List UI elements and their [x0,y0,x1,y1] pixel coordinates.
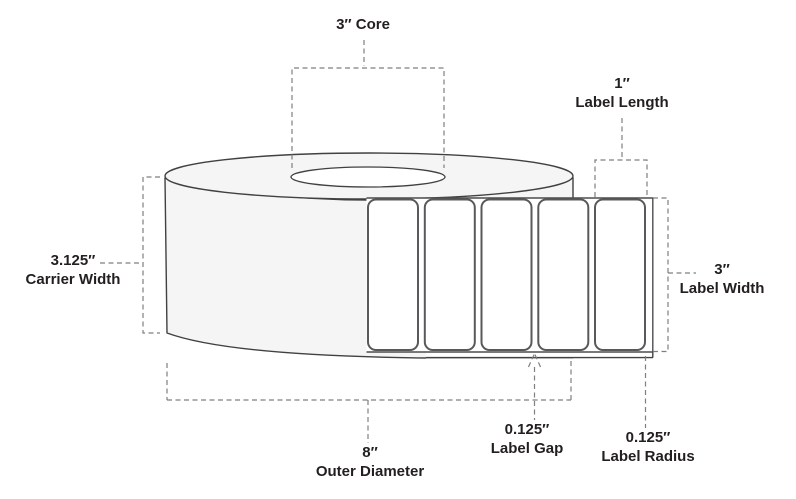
carrier-width-caption: Carrier Width [25,271,121,288]
outer-diameter-value: 8″ [362,444,378,461]
label-width-dimension-label: 3″ Label Width [680,260,765,298]
carrier-width-bracket [142,176,160,334]
dimension-lines-group [100,40,696,443]
label-length-value: 1″ [614,75,630,92]
labels-group [367,198,646,351]
label-length-extent-box [594,159,648,197]
label-radius-value: 0.125″ [625,429,671,446]
label-width-caption: Label Width [679,280,765,297]
label-radius-caption: Label Radius [601,448,695,465]
core-hole-ellipse [290,166,446,188]
label-4 [537,198,590,351]
carrier-width-dimension-label: 3.125″ Carrier Width [26,251,121,289]
core-dimension-label: 3″ Core [336,15,390,34]
label-2 [423,198,476,351]
label-1 [367,198,419,351]
label-gap-arrow [527,353,542,368]
label-gap-dimension-label: 0.125″ Label Gap [491,420,564,458]
core-extent-box [291,67,445,168]
label-radius-dimension-label: 0.125″ Label Radius [601,428,694,466]
outer-diameter-caption: Outer Diameter [315,463,425,480]
label-length-caption: Label Length [575,94,669,111]
label-gap-caption: Label Gap [490,440,564,457]
outer-diameter-dimension-label: 8″ Outer Diameter [316,443,424,481]
label-3 [480,198,533,351]
label-5 [594,198,646,351]
label-gap-value: 0.125″ [504,421,550,438]
core-dimension-text: 3″ Core [336,16,390,33]
label-width-bracket [653,197,669,353]
label-width-value: 3″ [714,261,730,278]
label-length-dimension-label: 1″ Label Length [575,74,668,112]
carrier-width-value: 3.125″ [50,252,96,269]
web-underside [426,349,654,359]
